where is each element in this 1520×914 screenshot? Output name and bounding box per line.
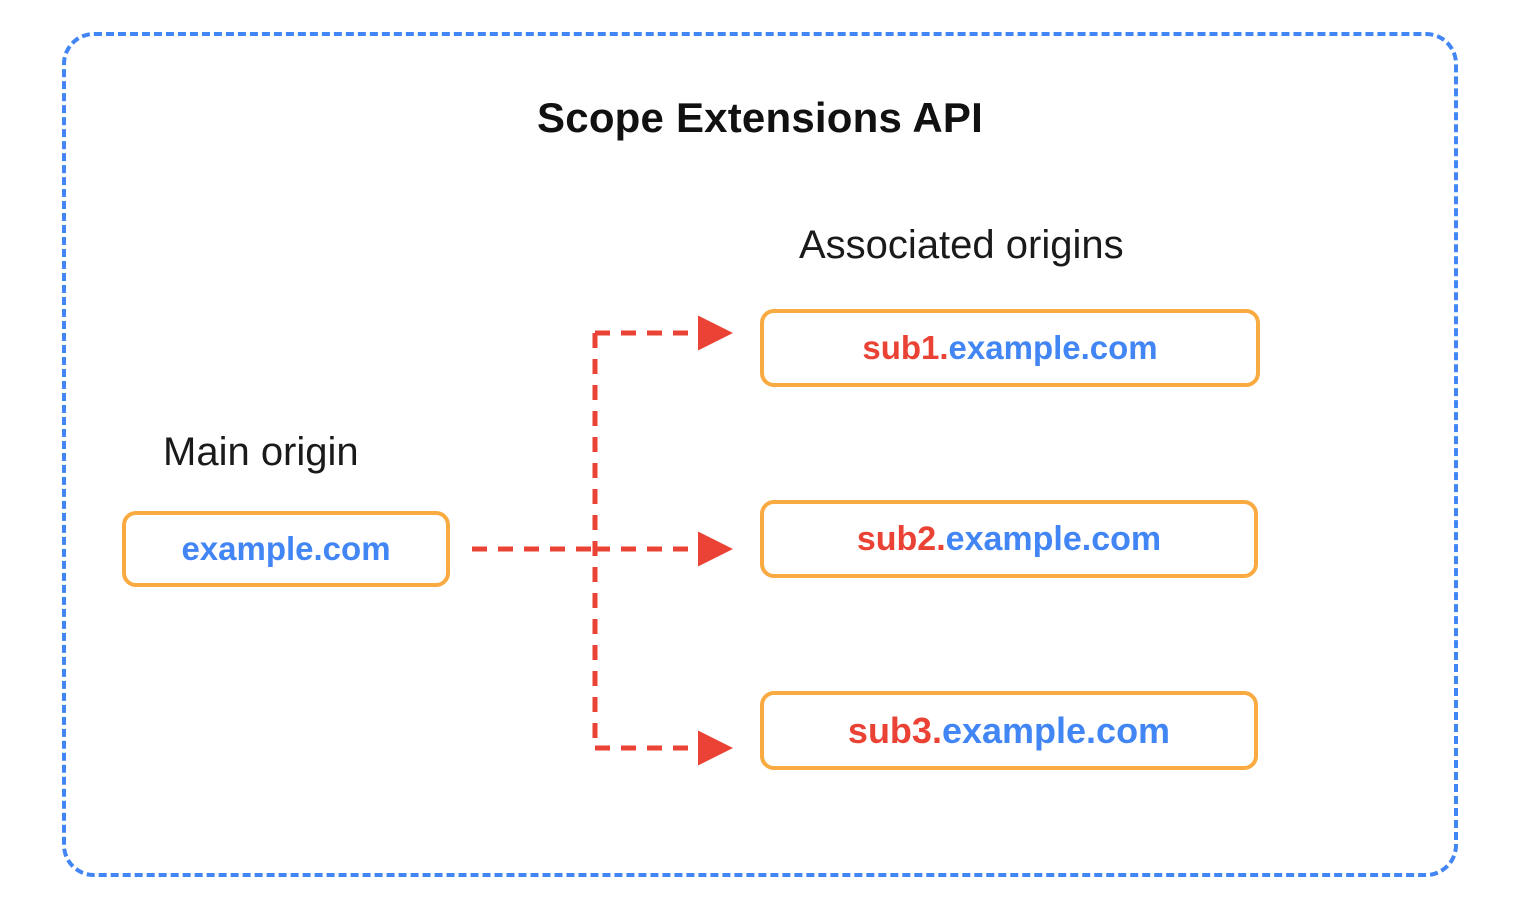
main-origin-apex-text: example.com	[181, 530, 391, 567]
main-origin-caption: Main origin	[163, 430, 359, 474]
page-title: Scope Extensions API	[537, 94, 983, 141]
associated-origin-box-3[interactable]: sub3.example.com	[760, 691, 1258, 770]
associated-origin-subdomain-2: sub2.	[856, 519, 946, 558]
associated-origin-subdomain-1: sub1.	[862, 329, 949, 366]
scope-extensions-frame	[62, 32, 1458, 877]
associated-origin-apex-3: example.com	[941, 709, 1171, 751]
associated-origin-apex-2: example.com	[945, 519, 1162, 558]
associated-origin-box-1[interactable]: sub1.example.com	[760, 309, 1260, 387]
associated-origin-apex-1: example.com	[948, 329, 1158, 366]
associated-origins-caption: Associated origins	[799, 223, 1124, 267]
main-origin-box[interactable]: example.com	[122, 511, 450, 587]
associated-origin-subdomain-3: sub3.	[847, 709, 942, 751]
associated-origin-box-2[interactable]: sub2.example.com	[760, 500, 1258, 578]
